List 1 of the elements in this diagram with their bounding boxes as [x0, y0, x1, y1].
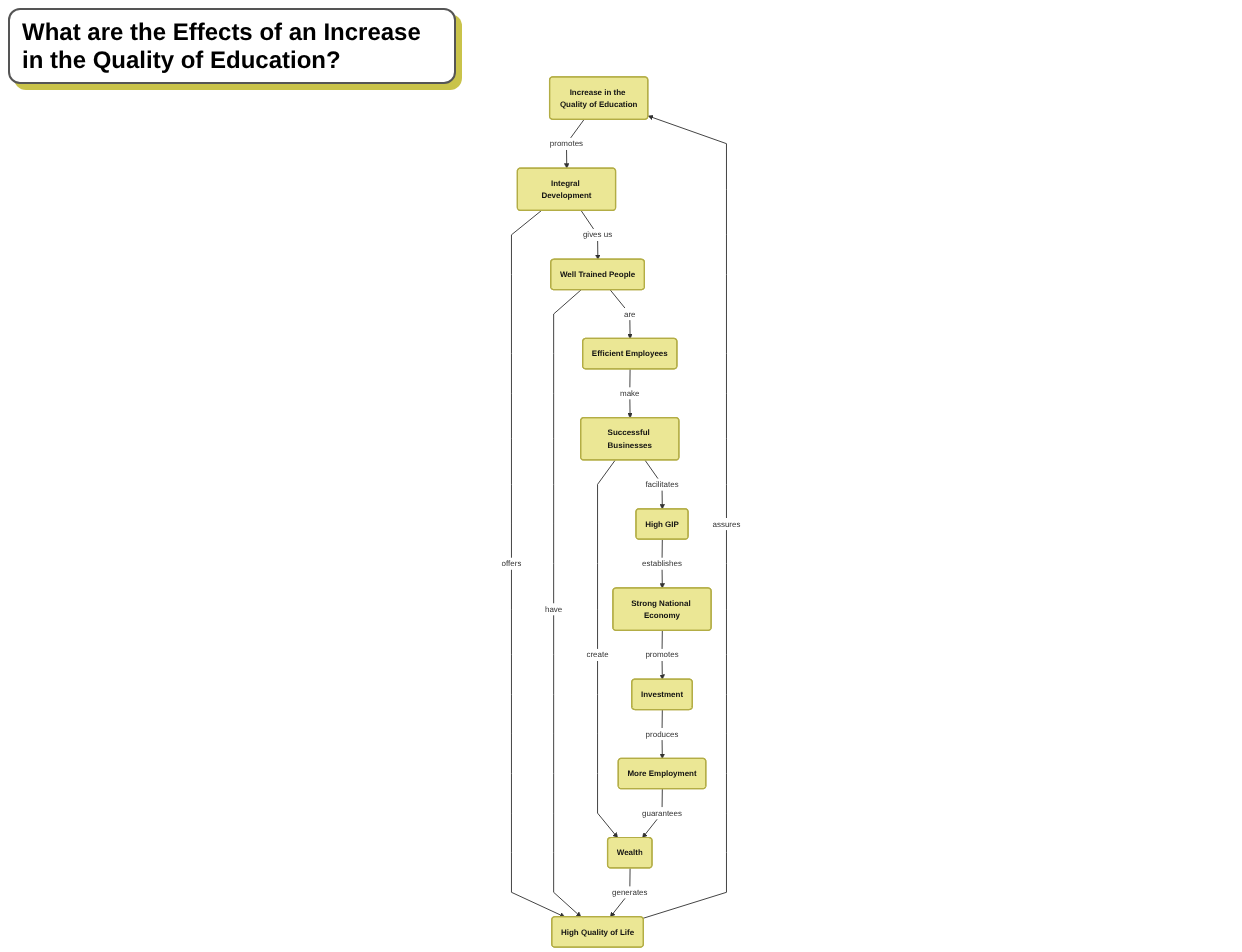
- title: What are the Effects of an Increase in the Quality of Education?: [8, 8, 456, 84]
